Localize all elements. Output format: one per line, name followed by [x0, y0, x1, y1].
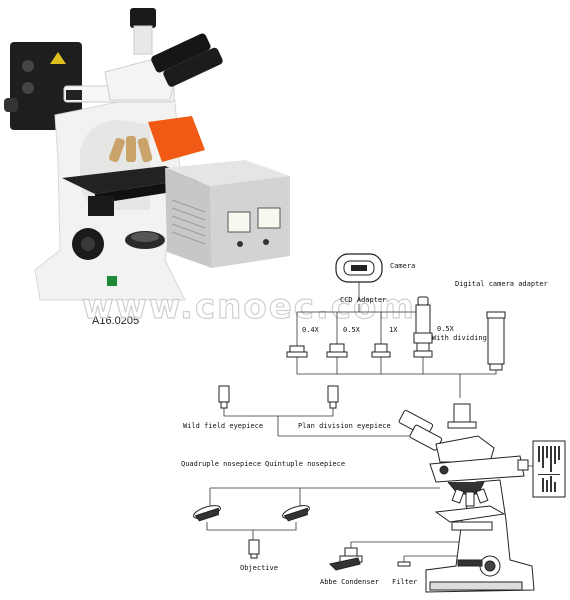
reticle-inset: [532, 440, 566, 498]
label-05x-dividing-2: With dividing: [432, 334, 487, 342]
adapter-05x-icon: [326, 343, 348, 358]
label-ccd-adapter: CCD Adapter: [340, 296, 386, 304]
camera-icon: [335, 253, 383, 283]
microscope-line-drawing: [398, 403, 535, 593]
label-digital-camera-adapter: Digital camera adapter: [455, 280, 548, 288]
label-1x: 1X: [389, 326, 398, 334]
label-quintuple-nosepiece: Quintuple nosepiece: [265, 460, 345, 468]
label-05x-dividing-1: 0.5X: [437, 325, 455, 333]
label-05x: 0.5X: [343, 326, 361, 334]
trinocular-port: [130, 8, 156, 28]
label-abbe-condenser: Abbe Condenser: [320, 578, 379, 586]
label-quadruple-nosepiece: Quadruple nosepiece: [181, 460, 261, 468]
label-objective: Objective: [240, 564, 278, 572]
orange-filter: [148, 116, 205, 162]
nosepiece-icons: [193, 505, 310, 522]
label-filter: Filter: [392, 578, 417, 586]
abbe-condenser-icon: [328, 547, 363, 571]
adapter-04x-icon: [286, 345, 308, 358]
wild-field-eyepiece-icon: [218, 385, 230, 409]
filter-icon: [397, 561, 411, 567]
meter-right: [257, 207, 281, 229]
adapter-1x-icon: [371, 343, 391, 358]
watermark: www.cnoec.com: [82, 287, 416, 327]
label-wild-field-eyepiece: Wild field eyepiece: [183, 422, 263, 430]
quintuple-nosepiece-icon: [282, 505, 310, 522]
plan-division-eyepiece-icon: [327, 385, 339, 409]
stage: [62, 166, 198, 194]
eyepiece-icons: [218, 385, 339, 409]
quadruple-nosepiece-icon: [193, 505, 221, 522]
adapter-05x-dividing-icon: [413, 296, 433, 358]
model-number: A16.0205: [92, 315, 139, 327]
eyepieces: [151, 33, 223, 87]
microscope-photo: [4, 8, 290, 301]
accessory-diagram: Camera CCD Adapter Digital camera adapte…: [181, 253, 566, 593]
adapters: [286, 296, 506, 371]
digital-camera-adapter-icon: [486, 311, 506, 371]
label-camera: Camera: [390, 262, 415, 270]
meter-left: [227, 211, 251, 233]
objective-icon: [248, 539, 260, 559]
label-plan-division-eyepiece: Plan division eyepiece: [298, 422, 391, 430]
objectives-photo: [109, 136, 153, 163]
label-04x: 0.4X: [302, 326, 320, 334]
